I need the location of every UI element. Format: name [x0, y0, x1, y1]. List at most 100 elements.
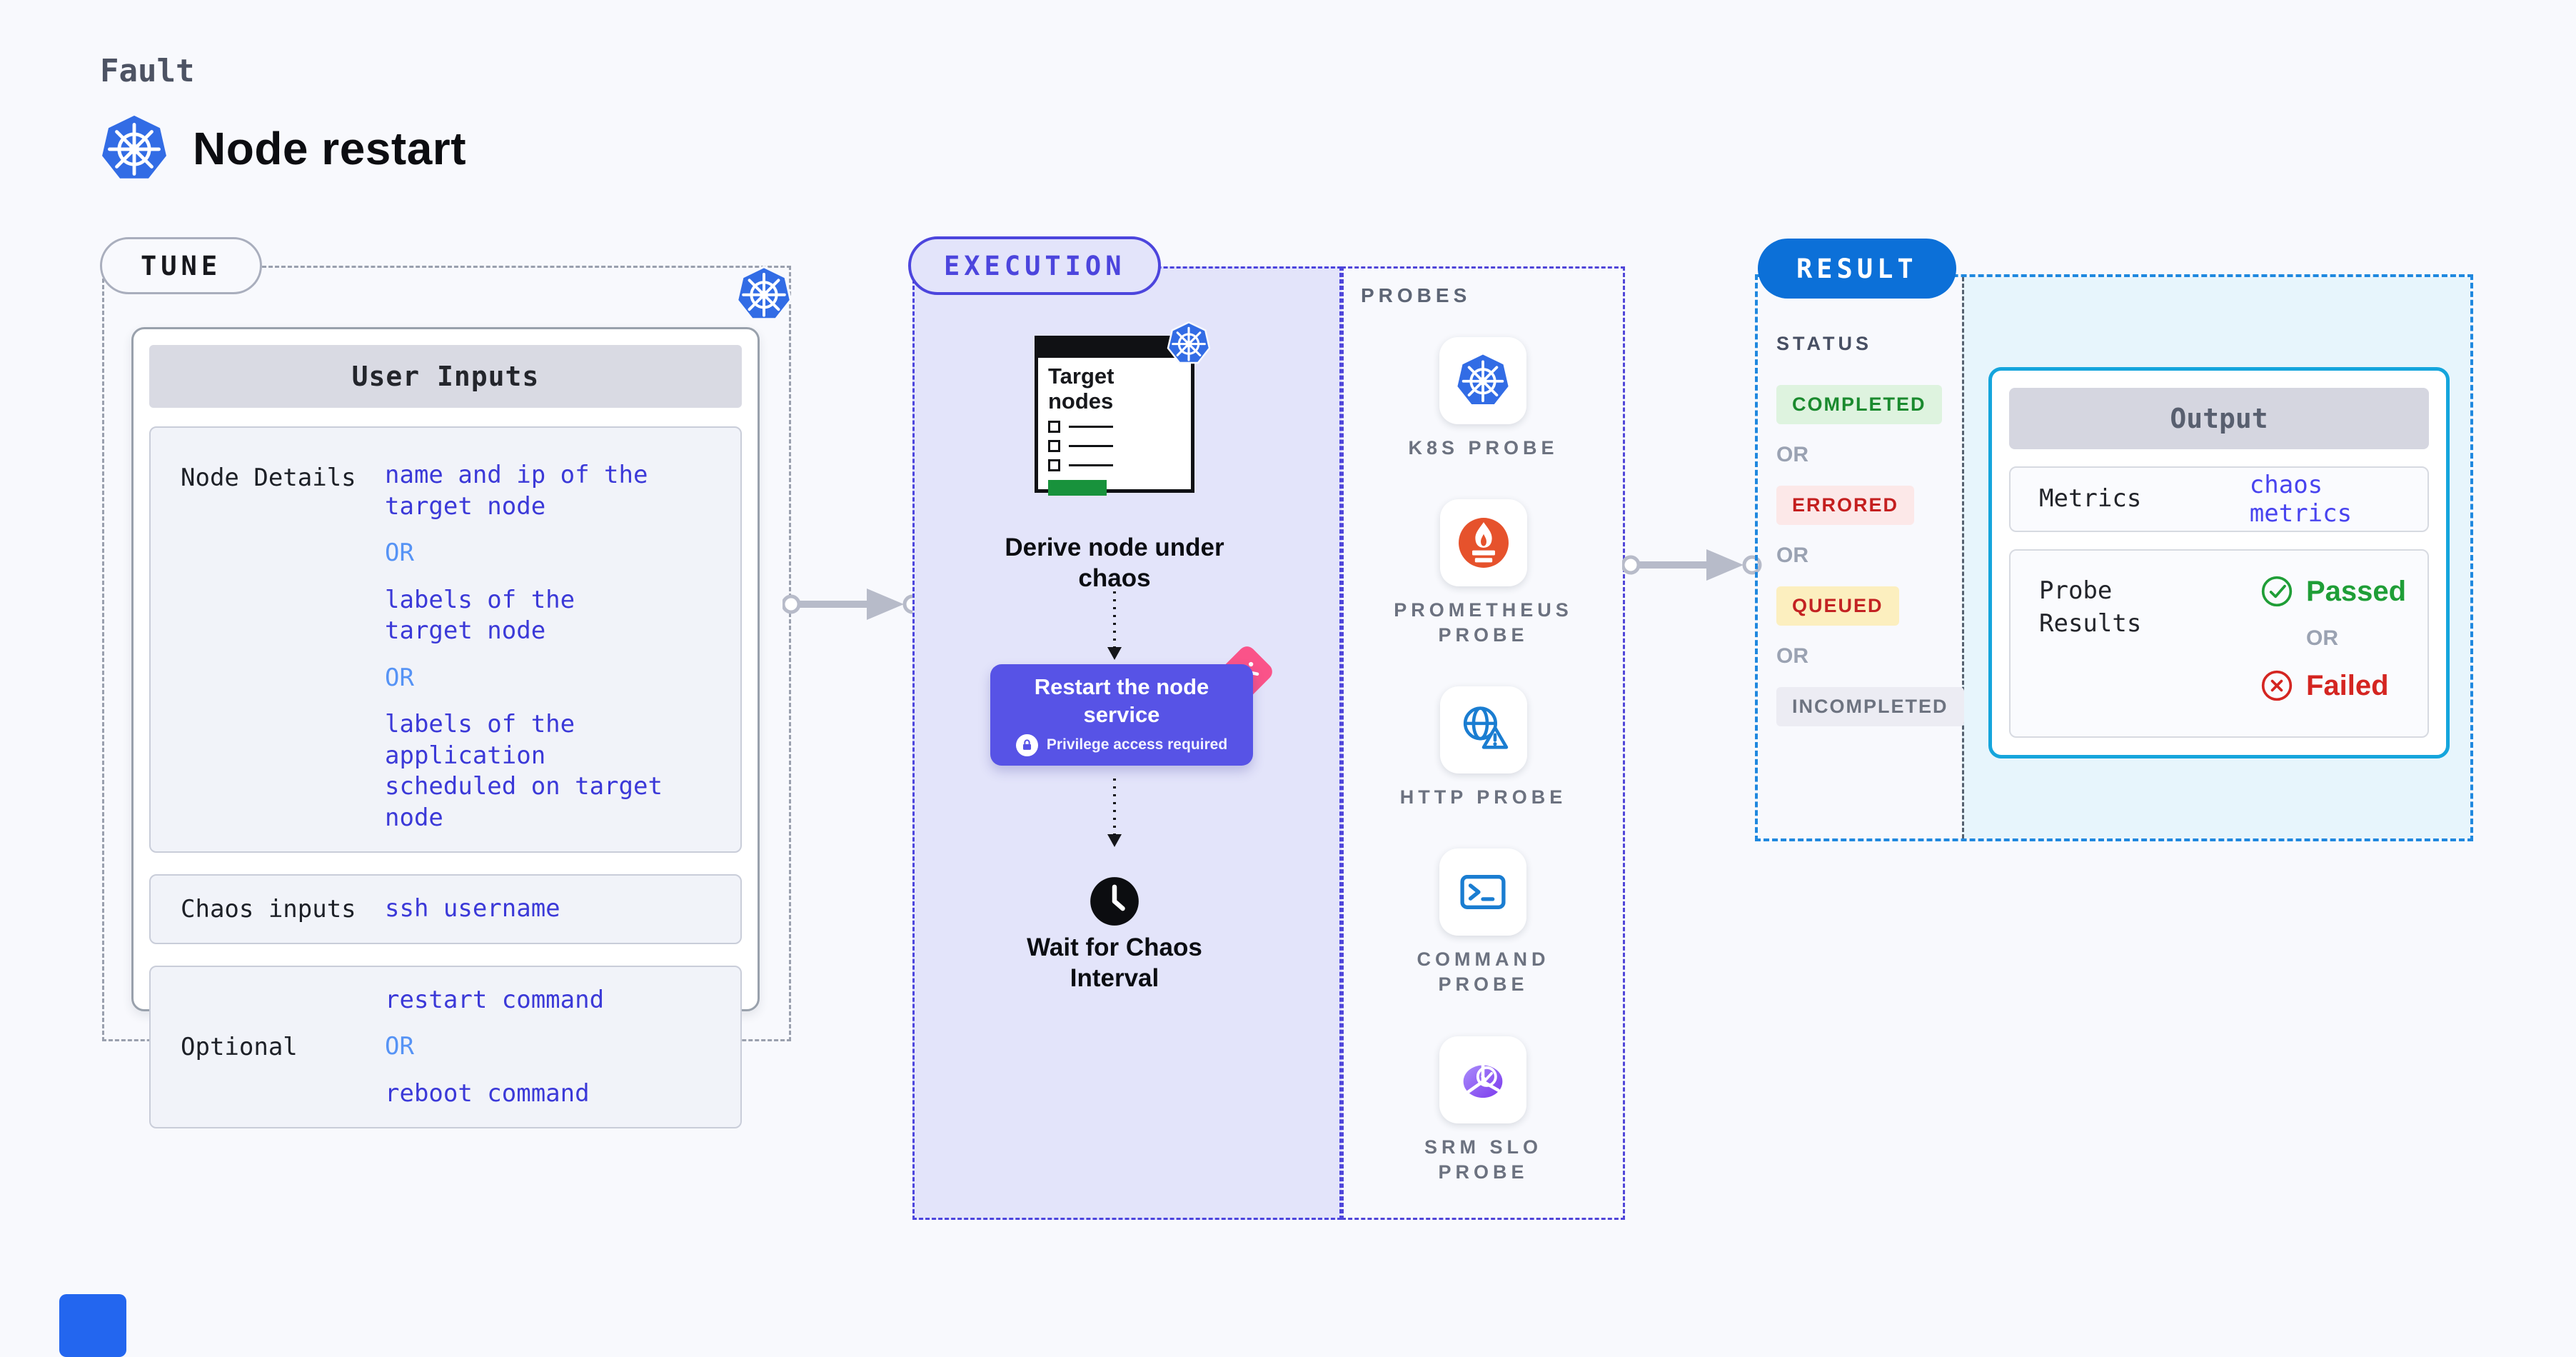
- user-inputs-card: User Inputs Node Details name and ip of …: [131, 327, 760, 1129]
- or-separator: OR: [385, 663, 414, 692]
- probe-label: K8S PROBE: [1408, 437, 1559, 459]
- execution-section-label: EXECUTION: [908, 236, 1162, 295]
- restart-node-step: Restart the node service Privilege acces…: [990, 643, 1276, 766]
- probe-label: SRM SLO PROBE: [1424, 1136, 1542, 1183]
- user-input-row: Node Details name and ip of the target n…: [149, 426, 742, 853]
- output-card: Output Metrics chaos metrics Probe Resul…: [1988, 367, 2450, 758]
- probe-item: SRM SLO PROBE: [1424, 1036, 1542, 1185]
- http-probe-card: [1439, 686, 1527, 774]
- user-inputs-header: User Inputs: [149, 345, 742, 408]
- input-row-label: Chaos inputs: [181, 894, 356, 923]
- prometheus-probe-card: [1439, 499, 1527, 587]
- status-badge-incompleted: INCOMPLETED: [1776, 687, 1964, 726]
- input-row-label: Optional: [181, 1032, 298, 1061]
- user-input-row: Chaos inputs ssh username: [149, 874, 742, 944]
- probe-label: HTTP PROBE: [1399, 786, 1567, 808]
- kubernetes-icon-badge: [735, 266, 793, 323]
- metrics-value: chaos metrics: [2249, 471, 2353, 528]
- probes-list: K8S PROBE PROMETHEUS PROBE HTTP PROBE CO…: [1344, 337, 1623, 1185]
- probe-item: K8S PROBE: [1408, 337, 1558, 461]
- wait-chaos-caption: Wait for Chaos Interval: [1027, 933, 1202, 992]
- srm-slo-icon: [1464, 1062, 1503, 1098]
- result-section: STATUS COMPLETED OR ERRORED OR QUEUED OR INCOM…: [1755, 274, 2473, 841]
- k8s-probe-card: [1439, 337, 1527, 424]
- metrics-row: Metrics chaos metrics: [2009, 466, 2429, 532]
- terminal-icon: [1460, 875, 1506, 910]
- fault-kicker: Fault: [100, 53, 195, 89]
- input-row-label: Node Details: [181, 464, 356, 492]
- checklist-row: [1048, 421, 1181, 434]
- kubernetes-logo: [100, 114, 168, 183]
- result-section-label: RESULT: [1758, 239, 1956, 299]
- input-value: reboot command: [385, 1078, 590, 1108]
- tune-section-label: TUNE: [100, 237, 263, 294]
- probe-results-label: Probe Results: [2039, 576, 2142, 638]
- or-separator: OR: [2306, 626, 2338, 650]
- probe-label: PROMETHEUS PROBE: [1394, 599, 1573, 646]
- globe-warning-icon: [1463, 706, 1508, 749]
- probe-results-row: Probe Results Passed OR: [2009, 549, 2429, 738]
- or-separator: OR: [1776, 443, 1808, 466]
- status-badge-completed: COMPLETED: [1776, 385, 1942, 424]
- probe-item: PROMETHEUS PROBE: [1394, 499, 1573, 648]
- passed-line: Passed: [2260, 575, 2406, 608]
- kubernetes-icon: [1457, 354, 1509, 405]
- restart-node-service-box: Restart the node service Privilege acces…: [990, 664, 1253, 766]
- kubernetes-icon-badge: [1167, 321, 1211, 366]
- checklist-row: [1048, 459, 1181, 472]
- or-separator: OR: [1776, 544, 1808, 567]
- user-inputs-rows: Node Details name and ip of the target n…: [149, 426, 742, 1129]
- kubernetes-icon: [735, 266, 793, 321]
- status-label: STATUS: [1776, 333, 1872, 354]
- privilege-text: Privilege access required: [1046, 736, 1228, 753]
- x-circle-icon: [2261, 670, 2293, 701]
- result-divider: [1962, 277, 1964, 838]
- status-column: STATUS COMPLETED OR ERRORED OR QUEUED OR INCOM…: [1776, 333, 1964, 731]
- lock-icon: [1015, 733, 1038, 756]
- srm-probe-card: [1439, 1036, 1527, 1123]
- clipped-blue-element: [59, 1294, 126, 1357]
- derive-node-caption: Derive node under chaos: [1005, 534, 1224, 592]
- input-row-values: ssh username: [385, 886, 740, 933]
- or-separator: OR: [1776, 644, 1808, 668]
- input-value: name and ip of the target node: [385, 461, 648, 521]
- dotted-arrow-down: [1107, 591, 1122, 660]
- metrics-label: Metrics: [2039, 484, 2142, 514]
- kubernetes-icon: [102, 115, 166, 179]
- input-value: ssh username: [385, 894, 560, 923]
- input-value: labels of the application scheduled on t…: [385, 710, 663, 832]
- clock-icon: [1089, 876, 1140, 927]
- passed-text: Passed: [2306, 575, 2407, 607]
- output-header: Output: [2009, 388, 2429, 449]
- probe-label: COMMAND PROBE: [1417, 948, 1550, 996]
- illustration-title: Target nodes: [1048, 364, 1115, 414]
- input-value: restart command: [385, 985, 605, 1014]
- checkbox-icon: [1048, 421, 1060, 434]
- target-nodes-illustration: Target nodes: [1035, 336, 1194, 496]
- status-badge-queued: QUEUED: [1776, 586, 1899, 626]
- probes-section: PROBES K8S PROBE PROMETHEUS PROBE: [1342, 266, 1625, 1220]
- page-title: Node restart: [193, 123, 466, 174]
- status-badge-errored: ERRORED: [1776, 486, 1915, 525]
- page-title-row: Node restart: [100, 114, 466, 183]
- input-value: labels of the target node: [385, 585, 575, 646]
- or-separator: OR: [385, 1032, 414, 1061]
- command-probe-card: [1439, 848, 1527, 936]
- checklist-row: [1048, 440, 1181, 453]
- privilege-row: Privilege access required: [1015, 733, 1228, 756]
- prometheus-icon: [1458, 518, 1509, 569]
- kubernetes-icon: [1167, 321, 1211, 364]
- arrow-tune-to-execution: [783, 589, 922, 620]
- failed-text: Failed: [2306, 669, 2389, 701]
- probe-item: COMMAND PROBE: [1417, 848, 1550, 997]
- restart-step-title: Restart the node service: [1034, 674, 1209, 727]
- window-title-bar: [1038, 339, 1191, 358]
- failed-line: Failed: [2260, 669, 2406, 702]
- check-circle-icon: [2261, 576, 2293, 607]
- green-button-shape: [1048, 480, 1107, 496]
- dotted-arrow-down: [1107, 778, 1122, 847]
- checkbox-icon: [1048, 440, 1060, 453]
